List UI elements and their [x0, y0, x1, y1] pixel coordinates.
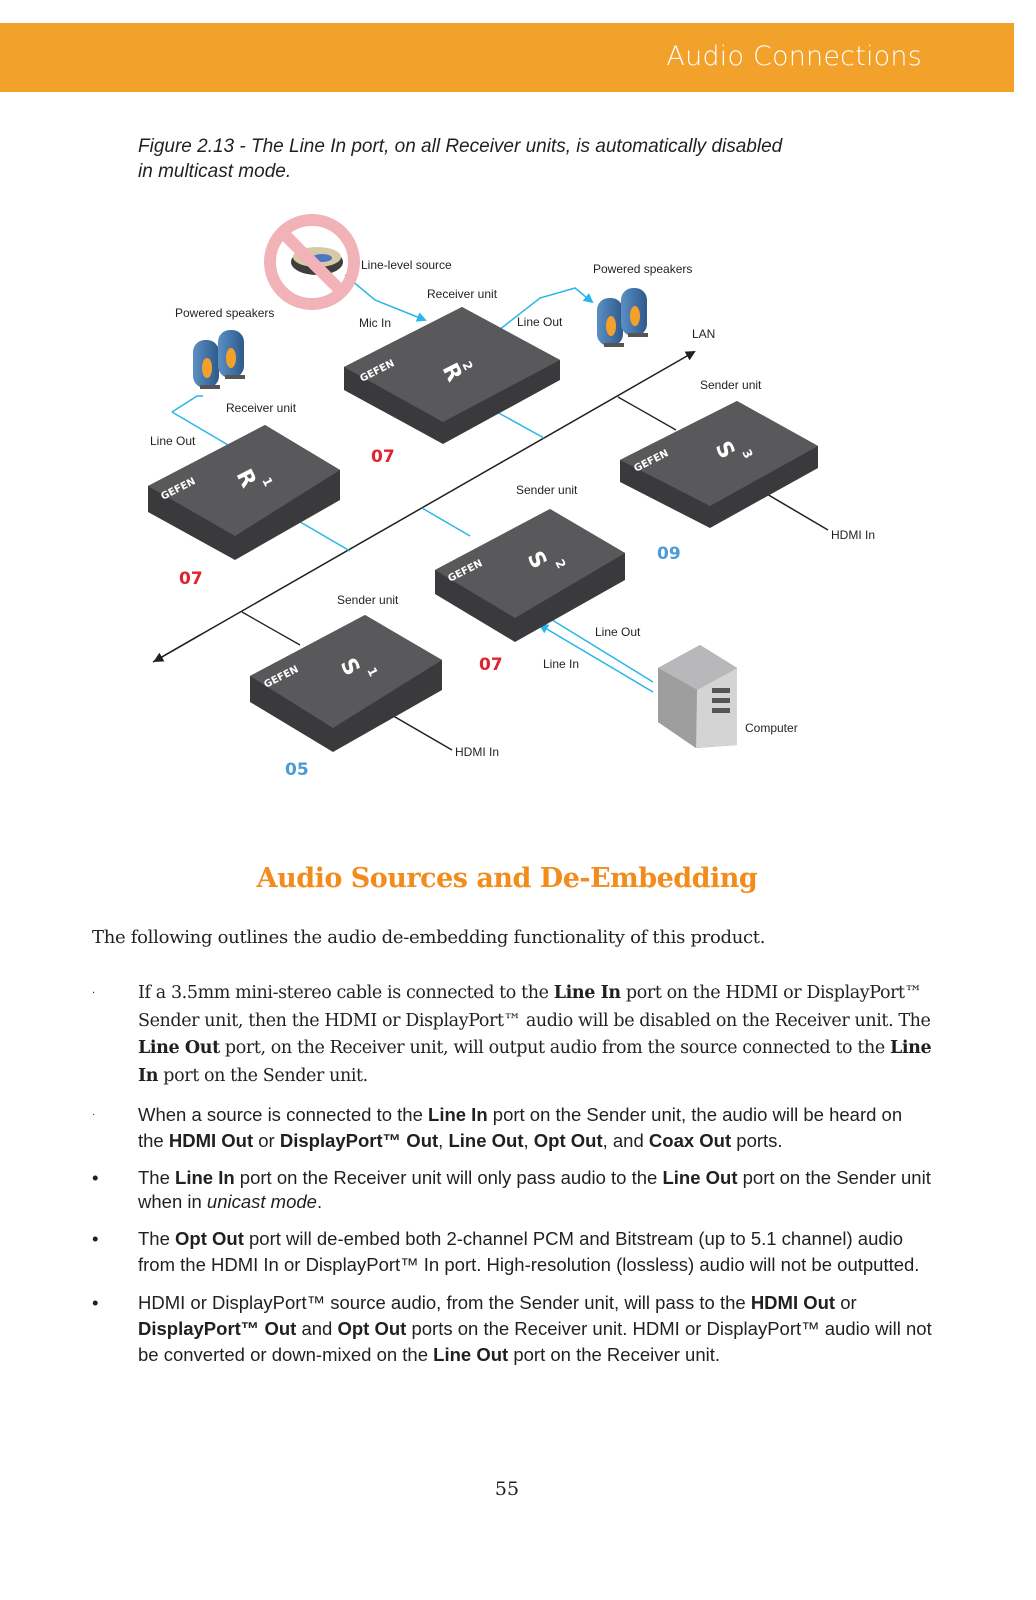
- num-s2: 07: [479, 655, 503, 675]
- label-mic-in: Mic In: [359, 316, 391, 330]
- bullet-list: ·If a 3.5mm mini-stereo cable is connect…: [92, 980, 932, 1380]
- page-number: 55: [494, 1478, 520, 1500]
- connection-diagram: GEFEN R 2 GEFEN R 1 GEFEN S 3 GEFEN S 2 …: [148, 214, 875, 780]
- bullet-mark: •: [92, 1292, 99, 1313]
- num-s3: 09: [657, 544, 681, 564]
- label-line-level-source: Line-level source: [361, 258, 452, 272]
- hdmi-in-s3-arrow: [758, 488, 829, 531]
- label-receiver-unit-left: Receiver unit: [226, 401, 297, 415]
- list-item: ·If a 3.5mm mini-stereo cable is connect…: [92, 980, 932, 1090]
- receiver-unit-r2: GEFEN R 2: [344, 307, 560, 444]
- sender-unit-s1: GEFEN S 1: [250, 615, 442, 752]
- sender-unit-s2: GEFEN S 2: [435, 509, 625, 642]
- s1-lan-link: [241, 611, 301, 646]
- label-hdmi-in-s3: HDMI In: [831, 528, 875, 542]
- label-sender-unit-s1: Sender unit: [337, 593, 399, 607]
- powered-speakers-right-icon: [597, 288, 648, 347]
- powered-speakers-left-icon: [193, 330, 245, 389]
- prohibited-icon: [264, 214, 360, 310]
- bullet-mark: ·: [92, 1109, 96, 1120]
- label-computer: Computer: [745, 721, 798, 735]
- bullet-mark: ·: [92, 988, 95, 999]
- computer-icon: [658, 645, 737, 748]
- bullet-mark: •: [92, 1228, 99, 1249]
- list-item: •HDMI or DisplayPort™ source audio, from…: [92, 1292, 932, 1365]
- list-item: ·When a source is connected to the Line …: [92, 1104, 903, 1151]
- section-title: Audio Sources and De-Embedding: [256, 863, 758, 894]
- num-r2: 07: [371, 447, 395, 467]
- caption-line-1: Figure 2.13 - The Line In port, on all R…: [138, 136, 783, 157]
- label-powered-speakers-left: Powered speakers: [175, 306, 274, 320]
- label-sender-unit-s3: Sender unit: [700, 378, 762, 392]
- label-line-out-left: Line Out: [150, 434, 196, 448]
- label-line-out-top: Line Out: [517, 315, 563, 329]
- num-s1: 05: [285, 760, 309, 780]
- label-powered-speakers-right: Powered speakers: [593, 262, 692, 276]
- label-line-out-s2: Line Out: [595, 625, 641, 639]
- list-item: •The Opt Out port will de-embed both 2-c…: [92, 1228, 920, 1275]
- label-lan: LAN: [692, 327, 715, 341]
- intro-paragraph: The following outlines the audio de-embe…: [92, 927, 766, 948]
- list-item: •The Line In port on the Receiver unit w…: [92, 1167, 931, 1212]
- label-sender-unit-s2: Sender unit: [516, 483, 578, 497]
- lan-arrow-left: [153, 634, 201, 663]
- label-line-in-s2: Line In: [543, 657, 579, 671]
- header-title: Audio Connections: [666, 41, 922, 72]
- sender-unit-s3: GEFEN S 3: [620, 401, 818, 528]
- label-hdmi-in-s1: HDMI In: [455, 745, 499, 759]
- figure-caption: Figure 2.13 - The Line In port, on all R…: [138, 134, 868, 184]
- lan-line: [152, 351, 696, 663]
- bullet-mark: •: [92, 1167, 99, 1188]
- page-header-bar: Audio Connections: [0, 23, 1014, 92]
- label-receiver-unit-top: Receiver unit: [427, 287, 498, 301]
- caption-line-2: in multicast mode.: [138, 161, 292, 182]
- num-r1: 07: [179, 569, 203, 589]
- receiver-unit-r1: GEFEN R 1: [148, 425, 340, 560]
- s3-lan-link: [617, 396, 677, 431]
